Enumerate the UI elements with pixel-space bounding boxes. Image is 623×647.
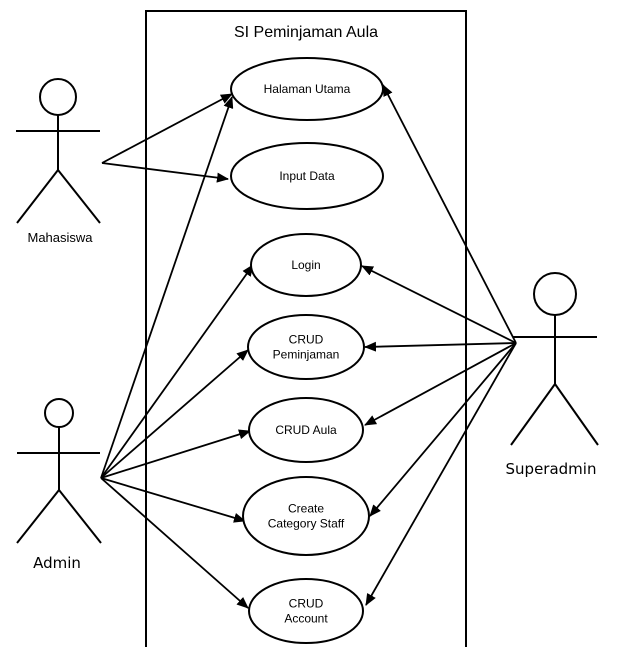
- use-case-label: CRUD Aula: [275, 423, 337, 437]
- association-admin-halaman-utama: [100, 96, 234, 479]
- actor-leg-right: [57, 169, 101, 224]
- use-case-ellipse: [230, 142, 384, 210]
- use-case-label: Peminjaman: [273, 348, 340, 362]
- associations: [100, 84, 517, 609]
- actor-leg-right: [554, 383, 599, 446]
- use-case-ellipse: [242, 476, 370, 556]
- use-case-label: CRUD: [289, 333, 324, 347]
- actor-leg-left: [16, 489, 60, 544]
- actor-superadmin: Superadmin: [506, 272, 599, 478]
- association-mahasiswa-input-data: [101, 162, 229, 183]
- actor-label-mahasiswa: Mahasiswa: [27, 230, 93, 245]
- association-mahasiswa-halaman-utama: [101, 93, 233, 164]
- actor-label-admin: Admin: [33, 554, 81, 572]
- system-title: SI Peminjaman Aula: [234, 24, 378, 41]
- use-case-ellipse: [248, 578, 364, 644]
- association-admin-create-category-staff: [100, 477, 246, 523]
- use-case-ellipse: [247, 314, 365, 380]
- association-superadmin-halaman-utama: [382, 84, 517, 344]
- association-superadmin-crud-aula: [364, 342, 517, 426]
- use-case-label: Category Staff: [268, 517, 345, 531]
- actor-label-superadmin: Superadmin: [506, 460, 597, 478]
- use-case-input-data: Input Data: [230, 142, 384, 210]
- use-case-label: Create: [288, 502, 324, 516]
- use-case-crud-aula: CRUD Aula: [248, 397, 364, 463]
- actor-admin: Admin: [16, 398, 102, 572]
- use-case-ellipse: [248, 397, 364, 463]
- system-boundary: SI Peminjaman Aula: [145, 10, 467, 647]
- use-case-label: Login: [291, 258, 320, 272]
- use-case-login: Login: [250, 233, 362, 297]
- use-case-ellipse: [230, 57, 384, 121]
- actor-leg-left: [16, 169, 59, 224]
- use-case-halaman-utama: Halaman Utama: [230, 57, 384, 121]
- association-admin-login: [100, 264, 254, 479]
- actor-leg-right: [58, 489, 102, 544]
- use-case-label: Account: [284, 612, 328, 626]
- use-case-label: Input Data: [279, 169, 335, 183]
- use-case-ellipse: [250, 233, 362, 297]
- actor-head: [533, 272, 577, 316]
- association-superadmin-create-category-staff: [369, 342, 517, 517]
- use-case-label: CRUD: [289, 597, 324, 611]
- association-superadmin-crud-account: [365, 342, 517, 606]
- association-superadmin-crud-peminjaman: [364, 341, 517, 352]
- use-case-label: Halaman Utama: [264, 82, 351, 96]
- actor-mahasiswa: Mahasiswa: [16, 78, 101, 245]
- actor-head: [44, 398, 74, 428]
- association-admin-crud-account: [100, 477, 249, 609]
- association-admin-crud-aula: [100, 429, 251, 479]
- association-superadmin-login: [361, 265, 517, 344]
- association-admin-crud-peminjaman: [100, 349, 249, 479]
- actor-head: [39, 78, 77, 116]
- actor-leg-left: [510, 383, 556, 446]
